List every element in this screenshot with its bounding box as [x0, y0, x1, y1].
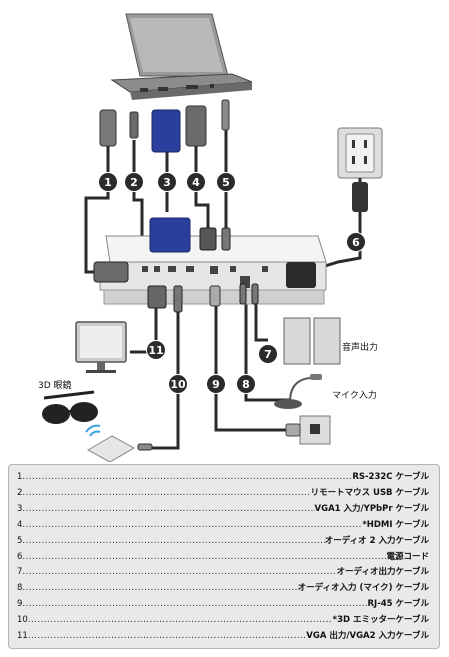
legend-text: リモートマウス USB ケーブル — [310, 487, 429, 498]
legend-number: 10 — [17, 615, 28, 626]
audio-out-label: 音声出力 — [342, 343, 379, 353]
speakers-illustration — [283, 317, 341, 365]
legend-text: オーディオ出力ケーブル — [336, 567, 429, 578]
connection-diagram: 1 2 3 4 5 6 7 8 9 10 11 — [42, 13, 383, 462]
marker-circle-4 — [186, 172, 206, 192]
legend-text: *3D エミッターケーブル — [332, 615, 429, 626]
marker-circle-7 — [258, 344, 278, 364]
projector-illustration — [93, 217, 327, 313]
glasses-label: 3D 眼鏡 — [38, 381, 72, 391]
legend-number: 3 — [17, 503, 23, 514]
power-plug — [352, 182, 368, 212]
legend-leader-dots: ........................................… — [22, 472, 353, 482]
legend-row: 2.......................................… — [17, 486, 429, 500]
legend-text: 電源コード — [386, 551, 429, 562]
legend-row: 9.......................................… — [17, 597, 429, 611]
legend-row: 8.......................................… — [17, 581, 429, 595]
microphone-illustration — [274, 374, 322, 409]
legend-leader-dots: ........................................… — [22, 535, 325, 546]
mic-in-label: マイク入力 — [332, 391, 377, 401]
legend-number: 8 — [17, 583, 23, 594]
legend-row: 1.......................................… — [17, 470, 429, 484]
3d-glasses-illustration — [42, 390, 98, 424]
marker-circle-6 — [346, 232, 366, 252]
legend-text: VGA1 入力/YPbPr ケーブル — [314, 503, 429, 514]
legend-row: 10......................................… — [17, 613, 429, 627]
marker-circle-11 — [146, 340, 166, 360]
legend-row: 3.......................................… — [17, 502, 429, 516]
marker-circle-9 — [206, 374, 226, 394]
legend-row: 4.......................................… — [17, 518, 429, 532]
legend-number: 5 — [17, 535, 23, 546]
marker-label-5: 5 — [222, 176, 230, 189]
legend-leader-dots: ........................................… — [22, 487, 311, 498]
marker-circle-5 — [216, 172, 236, 192]
marker-label-2: 2 — [130, 176, 138, 189]
marker-label-7: 7 — [264, 348, 272, 361]
marker-circle-10 — [168, 374, 188, 394]
legend-text: オーディオ 2 入力ケーブル — [324, 535, 429, 546]
legend-leader-dots: ........................................… — [27, 631, 307, 641]
legend-text: RS-232C ケーブル — [352, 472, 429, 482]
marker-circle-1 — [98, 172, 118, 192]
3d-emitter-illustration — [85, 424, 153, 462]
legend-row: 5.......................................… — [17, 534, 429, 548]
legend-number: 6 — [17, 551, 23, 562]
marker-label-10: 10 — [170, 378, 186, 391]
legend-text: *HDMI ケーブル — [362, 519, 429, 530]
legend-leader-dots: ........................................… — [22, 567, 337, 578]
monitor-illustration — [75, 321, 127, 373]
legend-text: VGA 出力/VGA2 入力ケーブル — [306, 631, 429, 641]
vga-connector — [149, 217, 191, 253]
legend-leader-dots: ........................................… — [22, 583, 298, 594]
legend-row: 7.......................................… — [17, 565, 429, 579]
legend-number: 4 — [17, 519, 23, 530]
marker-circle-3 — [157, 172, 177, 192]
legend-leader-dots: ........................................… — [22, 519, 362, 530]
legend-text: オーディオ入力 (マイク) ケーブル — [297, 583, 429, 594]
legend-text: RJ-45 ケーブル — [367, 599, 429, 610]
cable-legend: 1.......................................… — [8, 464, 440, 649]
marker-label-8: 8 — [242, 378, 250, 391]
legend-row: 11......................................… — [17, 629, 429, 643]
legend-number: 7 — [17, 567, 23, 578]
legend-leader-dots: ........................................… — [22, 503, 315, 514]
legend-leader-dots: ........................................… — [22, 551, 386, 562]
marker-label-3: 3 — [163, 176, 171, 189]
laptop-illustration — [110, 13, 253, 100]
cable-number-markers: 1 2 3 4 5 6 7 8 9 10 11 — [98, 172, 366, 394]
legend-number: 9 — [17, 599, 23, 610]
legend-row: 6.......................................… — [17, 550, 429, 564]
network-jack-illustration — [285, 415, 331, 445]
marker-label-11: 11 — [148, 344, 163, 357]
legend-number: 11 — [17, 631, 28, 641]
marker-label-6: 6 — [352, 236, 360, 249]
legend-number: 1 — [17, 472, 23, 482]
legend-leader-dots: ........................................… — [22, 599, 367, 610]
marker-circle-8 — [236, 374, 256, 394]
marker-circle-2 — [124, 172, 144, 192]
marker-label-9: 9 — [212, 378, 220, 391]
legend-leader-dots: ........................................… — [27, 615, 333, 626]
top-connectors — [99, 99, 230, 153]
wall-outlet — [337, 127, 383, 179]
legend-number: 2 — [17, 487, 23, 498]
marker-label-4: 4 — [192, 176, 200, 189]
marker-label-1: 1 — [104, 176, 112, 189]
